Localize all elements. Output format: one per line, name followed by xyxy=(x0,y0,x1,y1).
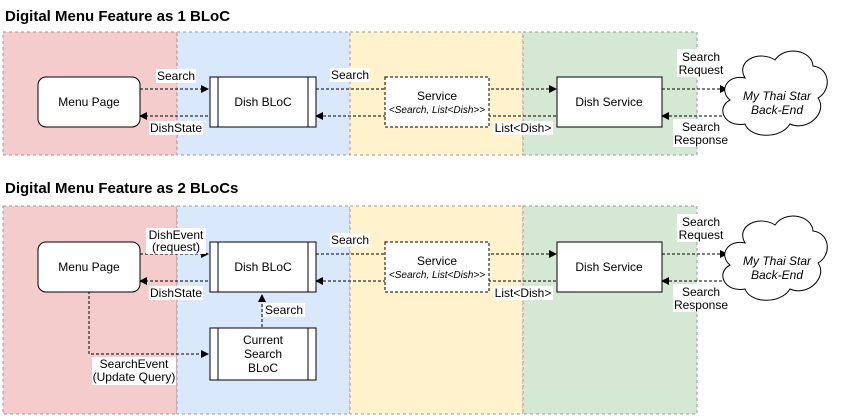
label-bg xyxy=(493,286,553,300)
dish-bloc-box: Dish BLoC xyxy=(209,241,317,293)
dishevent-label: DishEvent xyxy=(149,228,204,242)
dish-bloc-label: Dish BLoC xyxy=(234,260,292,274)
backend-label: Back-End xyxy=(751,268,803,282)
current-search-bloc-box: Current Search BLoC xyxy=(209,327,317,381)
label-bg xyxy=(149,286,203,300)
list-dish-label: List<Dish> xyxy=(495,286,552,300)
diagram-2: Digital Menu Feature as 2 BLoCs DishEven… xyxy=(2,180,828,415)
dish-bloc-label: Dish BLoC xyxy=(234,95,292,109)
search-response-label: Search xyxy=(682,285,720,299)
search-label-2: Search xyxy=(331,68,369,82)
menu-page-box: Menu Page xyxy=(37,241,141,293)
label-bg xyxy=(677,49,725,77)
current-search-bloc-label: BLoC xyxy=(248,361,278,375)
dish-bloc-box: Dish BLoC xyxy=(209,76,317,128)
menu-page-label: Menu Page xyxy=(58,260,120,274)
diagram-2-title: Digital Menu Feature as 2 BLoCs xyxy=(5,180,238,197)
service-label: Service xyxy=(417,89,457,103)
label-bg xyxy=(673,284,731,312)
search-response-label: Response xyxy=(674,298,728,312)
dishstate-label: DishState xyxy=(150,286,202,300)
service-box: Service <Search, List<Dish>> xyxy=(384,241,490,293)
service-zone xyxy=(349,205,524,415)
dish-service-label: Dish Service xyxy=(575,260,643,274)
dishevent-label: (request) xyxy=(152,240,200,254)
search-request-label: Request xyxy=(679,228,724,242)
label-bg xyxy=(677,214,725,242)
search-up-label: Search xyxy=(265,303,303,317)
search-label: Search xyxy=(331,233,369,247)
service-label: Service xyxy=(417,254,457,268)
label-bg xyxy=(146,228,206,254)
label-bg xyxy=(92,357,176,385)
diagram-1-title: Digital Menu Feature as 1 BLoC xyxy=(5,8,230,25)
service-type-label: <Search, List<Dish>> xyxy=(389,105,485,116)
diagram-1: Digital Menu Feature as 1 BLoC Search Di… xyxy=(2,8,828,156)
dish-service-box: Dish Service xyxy=(556,241,663,293)
current-search-bloc-label: Search xyxy=(244,347,282,361)
label-bg xyxy=(673,119,731,147)
search-label: Search xyxy=(157,69,195,83)
menu-page-box: Menu Page xyxy=(37,76,141,128)
backend-label: My Thai Star xyxy=(743,89,812,103)
searchevent-arrow xyxy=(88,291,209,358)
backend-label: Back-End xyxy=(751,103,803,117)
repository-zone xyxy=(522,205,698,415)
label-bg xyxy=(493,121,553,135)
label-bg xyxy=(156,69,196,83)
search-request-label: Request xyxy=(679,63,724,77)
current-search-bloc-label: Current xyxy=(243,333,284,347)
label-bg xyxy=(330,68,370,82)
dish-service-box: Dish Service xyxy=(556,76,663,128)
list-dish-label: List<Dish> xyxy=(495,121,552,135)
search-request-label: Search xyxy=(682,50,720,64)
label-bg xyxy=(149,121,203,135)
service-box: Service <Search, List<Dish>> xyxy=(384,76,490,128)
backend-cloud: My Thai Star Back-End xyxy=(722,50,828,136)
search-response-label: Search xyxy=(682,120,720,134)
dishstate-label: DishState xyxy=(150,121,202,135)
service-type-label: <Search, List<Dish>> xyxy=(389,270,485,281)
menu-page-label: Menu Page xyxy=(58,95,120,109)
searchevent-label: (Update Query) xyxy=(93,370,176,384)
search-request-label: Search xyxy=(682,215,720,229)
backend-cloud: My Thai Star Back-End xyxy=(722,215,828,301)
dish-service-label: Dish Service xyxy=(575,95,643,109)
label-bg xyxy=(263,303,305,317)
backend-label: My Thai Star xyxy=(743,254,812,268)
search-response-label: Response xyxy=(674,133,728,147)
label-bg xyxy=(330,233,370,247)
searchevent-label: SearchEvent xyxy=(100,357,169,371)
